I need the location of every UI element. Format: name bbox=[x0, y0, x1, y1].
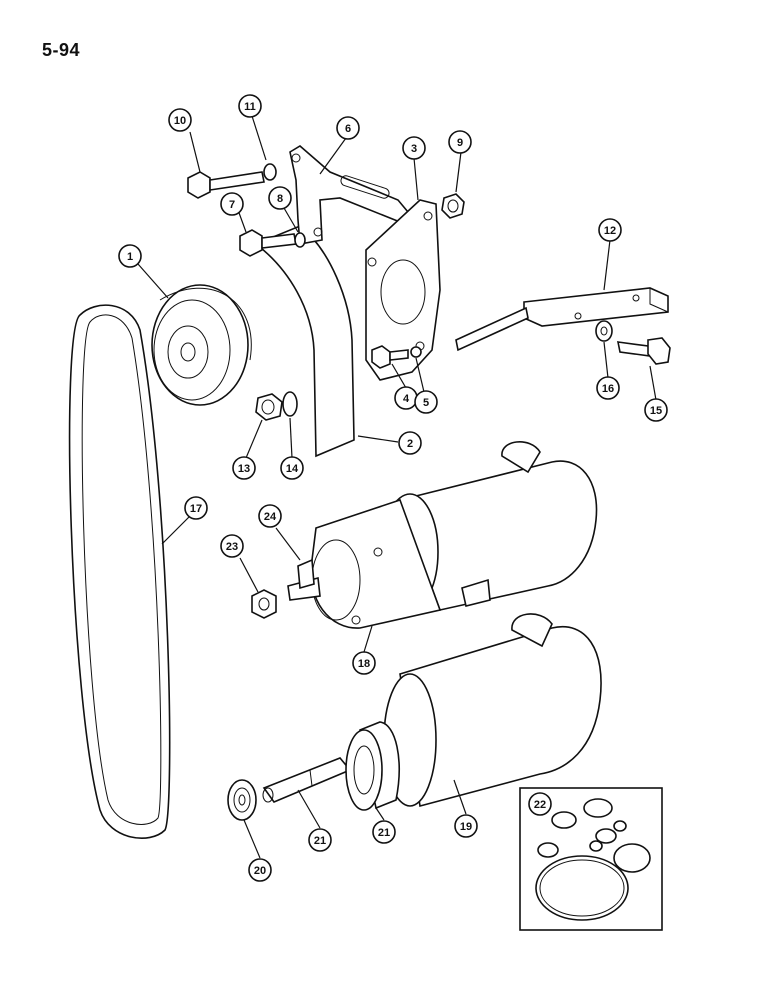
svg-text:6: 6 bbox=[345, 123, 351, 135]
callout-9: 9 bbox=[448, 130, 472, 154]
callout-13: 13 bbox=[232, 456, 256, 480]
svg-text:23: 23 bbox=[226, 541, 238, 553]
svg-text:5: 5 bbox=[423, 397, 429, 409]
svg-text:7: 7 bbox=[229, 199, 235, 211]
adjusting-strap bbox=[289, 145, 410, 245]
callout-5: 5 bbox=[414, 390, 438, 414]
callout-12: 12 bbox=[598, 218, 622, 242]
callout-21-rotor: 21 bbox=[372, 820, 396, 844]
bolt-15 bbox=[616, 337, 671, 365]
rotor bbox=[345, 721, 400, 811]
seal-kit-box bbox=[519, 787, 663, 931]
callout-1: 1 bbox=[118, 244, 142, 268]
svg-text:19: 19 bbox=[460, 821, 472, 833]
washer-16 bbox=[595, 320, 613, 342]
callout-11: 11 bbox=[238, 94, 262, 118]
svg-text:20: 20 bbox=[254, 865, 266, 877]
callout-15: 15 bbox=[644, 398, 668, 422]
svg-text:9: 9 bbox=[457, 137, 463, 149]
callout-3: 3 bbox=[402, 136, 426, 160]
callout-18: 18 bbox=[352, 651, 376, 675]
rotor-shaft bbox=[262, 757, 352, 803]
callout-23: 23 bbox=[220, 534, 244, 558]
svg-text:18: 18 bbox=[358, 658, 370, 670]
nut-9 bbox=[441, 193, 465, 219]
callout-8: 8 bbox=[268, 186, 292, 210]
nut-23 bbox=[251, 589, 277, 619]
page-number: 5-94 bbox=[42, 40, 81, 60]
leader-lines bbox=[137, 115, 657, 859]
washer-5 bbox=[410, 346, 422, 358]
pulley-washer bbox=[282, 391, 298, 417]
callout-22: 22 bbox=[528, 792, 552, 816]
washer-8 bbox=[294, 232, 306, 248]
callout-20: 20 bbox=[248, 858, 272, 882]
callout-17: 17 bbox=[184, 496, 208, 520]
mounting-plate bbox=[365, 199, 441, 381]
svg-text:21: 21 bbox=[314, 835, 326, 847]
callout-10: 10 bbox=[168, 108, 192, 132]
svg-text:16: 16 bbox=[602, 383, 614, 395]
callout-14: 14 bbox=[280, 456, 304, 480]
pulley-nut bbox=[255, 393, 283, 421]
svg-text:22: 22 bbox=[534, 799, 546, 811]
callout-21-shaft: 21 bbox=[308, 828, 332, 852]
drive-belt bbox=[68, 304, 171, 839]
callout-24: 24 bbox=[258, 504, 282, 528]
callout-2: 2 bbox=[398, 431, 422, 455]
svg-text:2: 2 bbox=[407, 438, 413, 450]
callout-6: 6 bbox=[336, 116, 360, 140]
svg-text:8: 8 bbox=[277, 193, 283, 205]
svg-text:17: 17 bbox=[190, 503, 202, 515]
svg-text:21: 21 bbox=[378, 827, 390, 839]
bolt-10 bbox=[187, 171, 265, 199]
svg-text:24: 24 bbox=[264, 511, 277, 523]
svg-text:1: 1 bbox=[127, 251, 133, 263]
svg-text:14: 14 bbox=[286, 463, 299, 475]
bearing bbox=[227, 779, 257, 821]
callout-7: 7 bbox=[220, 192, 244, 216]
callout-4: 4 bbox=[394, 386, 418, 410]
lower-bracket bbox=[254, 225, 355, 458]
bolt-4 bbox=[371, 345, 409, 369]
adjusting-rod bbox=[455, 287, 669, 352]
svg-text:3: 3 bbox=[411, 143, 417, 155]
callout-16: 16 bbox=[596, 376, 620, 400]
alternator-assembly bbox=[287, 441, 598, 629]
svg-text:4: 4 bbox=[403, 393, 410, 405]
washer-11 bbox=[263, 163, 277, 181]
svg-text:10: 10 bbox=[174, 115, 186, 127]
svg-text:11: 11 bbox=[244, 101, 256, 113]
stator-housing bbox=[383, 613, 602, 808]
callout-19: 19 bbox=[454, 814, 478, 838]
pulley bbox=[151, 284, 252, 406]
svg-text:15: 15 bbox=[650, 405, 662, 417]
svg-text:12: 12 bbox=[604, 225, 616, 237]
svg-text:13: 13 bbox=[238, 463, 250, 475]
